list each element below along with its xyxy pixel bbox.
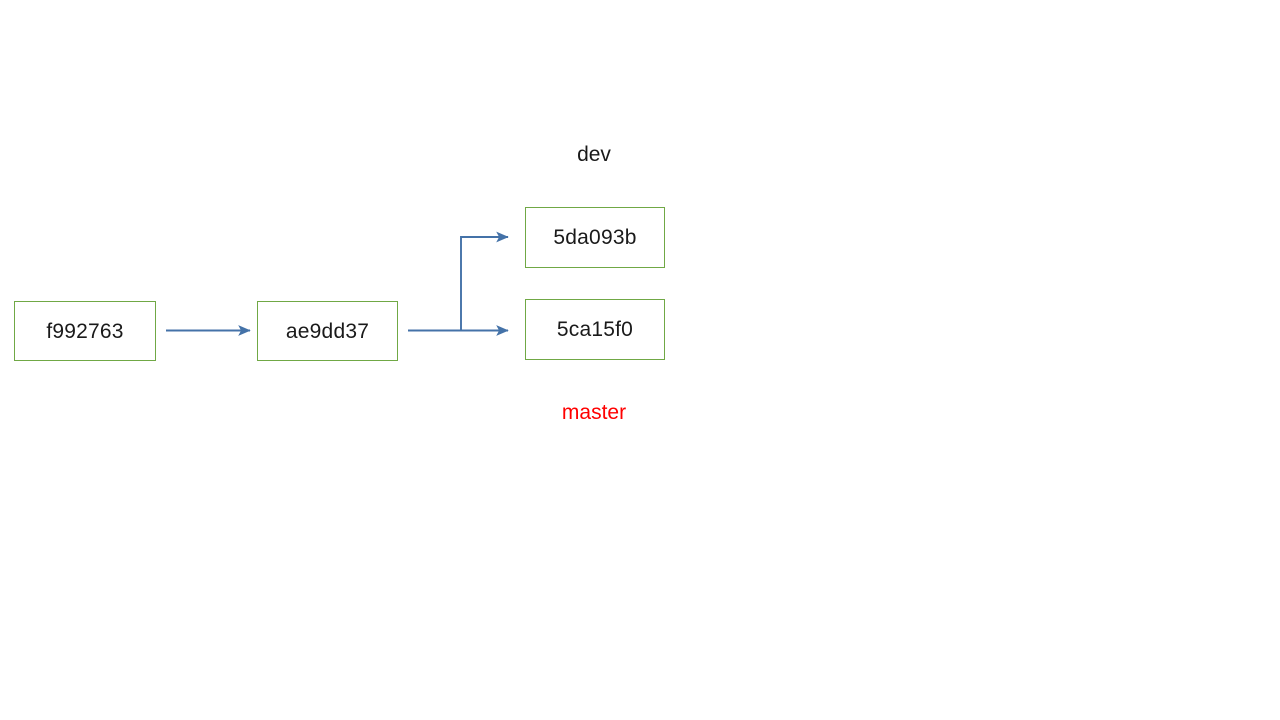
branch-label-master: master — [561, 401, 627, 424]
commit-label: f992763 — [46, 319, 124, 343]
commit-node-5ca15f0[interactable]: 5ca15f0 — [525, 299, 665, 360]
branch-label-dev: dev — [577, 143, 611, 166]
commit-node-ae9dd37[interactable]: ae9dd37 — [257, 301, 398, 361]
commit-label: 5da093b — [553, 226, 637, 249]
commit-node-f992763[interactable]: f992763 — [14, 301, 156, 361]
commit-label: 5ca15f0 — [556, 318, 634, 341]
commit-label: ae9dd37 — [285, 319, 370, 343]
commit-node-5da093b[interactable]: 5da093b — [525, 207, 665, 268]
edge-ae9dd37-to-5da093b — [408, 231, 509, 332]
